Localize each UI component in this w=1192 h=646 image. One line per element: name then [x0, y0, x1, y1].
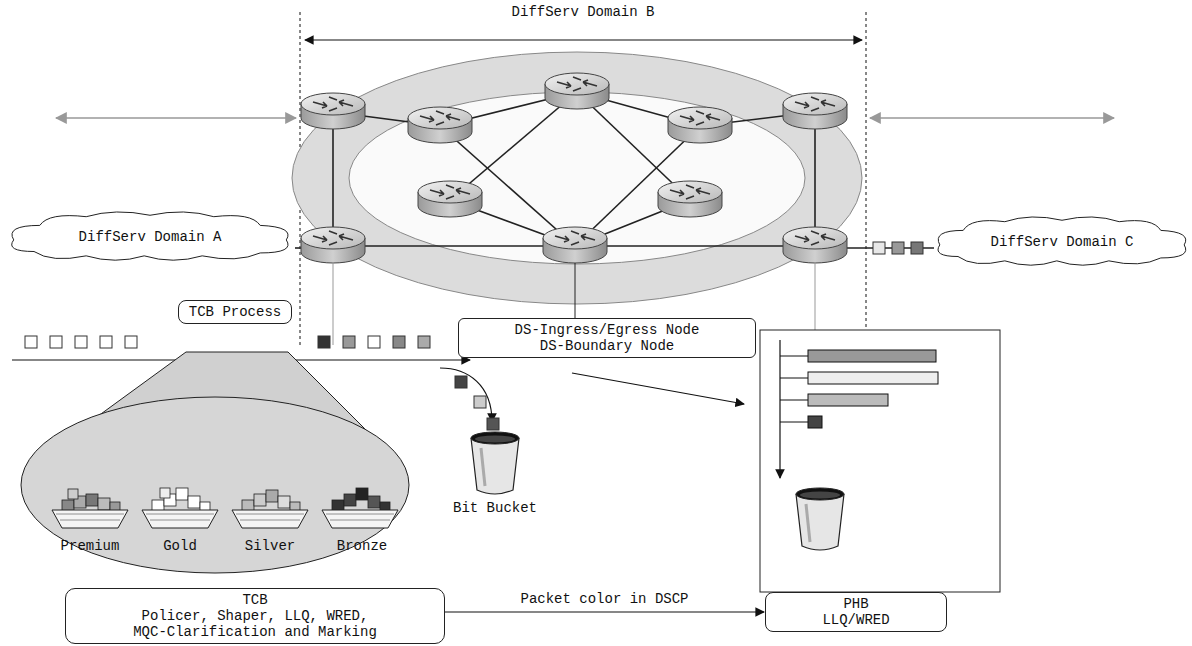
node-text: PHB	[772, 596, 940, 612]
node-callout: DS-Ingress/Egress NodeDS-Boundary Node	[458, 318, 756, 358]
node-text: TCB Process	[185, 304, 285, 320]
node-text: LLQ/WRED	[772, 612, 940, 628]
node-text: DS-Ingress/Egress Node	[465, 322, 749, 338]
packet	[873, 242, 923, 254]
bit-bucket	[471, 432, 519, 494]
router	[301, 73, 847, 263]
leader-line	[572, 373, 744, 404]
class-label: Gold	[140, 538, 220, 554]
process-box: TCB Process	[178, 300, 292, 324]
backbone-ring	[292, 52, 934, 345]
tcb-box: TCBPolicer, Shaper, LLQ, WRED, MQC-Clari…	[65, 588, 445, 644]
domain-dimension	[56, 12, 1114, 345]
class-label: Bronze	[322, 538, 402, 554]
node-text: Policer, Shaper, LLQ, WRED, MQC-Clarific…	[129, 608, 381, 640]
bucket-label: Bit Bucket	[440, 500, 550, 516]
phb-box: PHBLLQ/WRED	[765, 592, 947, 632]
queue-panel	[760, 330, 1000, 592]
cloud-domain: DiffServ Domain A	[5, 208, 295, 266]
node-text: DiffServ Domain C	[991, 234, 1134, 250]
node-text: TCB	[72, 592, 438, 608]
node-text: DiffServ Domain A	[79, 229, 222, 245]
connector-label: Packet color in DSCP	[517, 591, 691, 607]
connector-arrow	[445, 611, 764, 612]
domain-title: DiffServ Domain B	[483, 4, 683, 20]
class-baskets	[21, 352, 409, 573]
class-label: Premium	[45, 538, 135, 554]
class-label: Silver	[230, 538, 310, 554]
node-text: DS-Boundary Node	[465, 338, 749, 354]
cloud-domain: DiffServ Domain C	[932, 213, 1192, 271]
